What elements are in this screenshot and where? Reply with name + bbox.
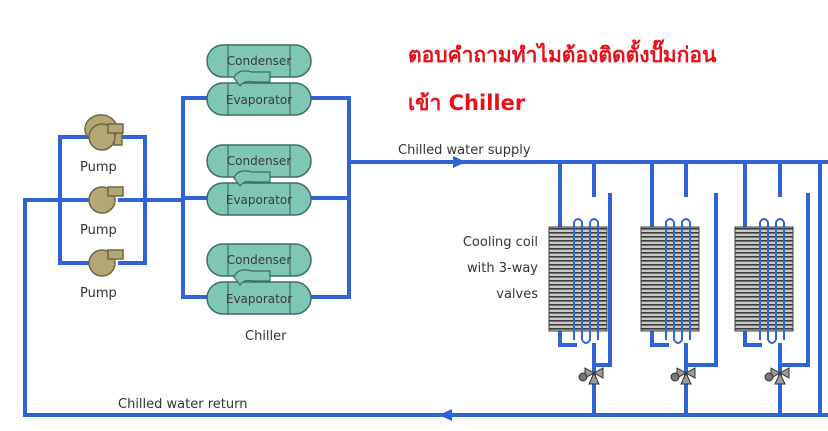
compressor-icon bbox=[233, 170, 271, 188]
pump-label: Pump bbox=[80, 223, 117, 238]
chiller-unit-1: Condenser Evaporator bbox=[206, 44, 312, 116]
coil-label-line-2: with 3-way bbox=[467, 261, 538, 276]
evaporator-label: Evaporator bbox=[226, 292, 292, 306]
title-line-2: เข้า Chiller bbox=[408, 91, 526, 115]
supply-label: Chilled water supply bbox=[398, 143, 531, 158]
compressor-icon bbox=[233, 269, 271, 287]
chiller-unit-3: Condenser Evaporator bbox=[206, 243, 312, 315]
return-arrow-icon bbox=[439, 409, 452, 421]
condenser-label: Condenser bbox=[227, 54, 292, 68]
return-label: Chilled water return bbox=[118, 397, 247, 412]
pump-unit-3: Pump bbox=[80, 249, 124, 301]
title-line-1: ตอบคำถามทำไมต้องติดตั้งปั๊มก่อน bbox=[408, 39, 717, 67]
chiller-label: Chiller bbox=[245, 329, 287, 344]
compressor-icon bbox=[233, 70, 271, 88]
pump-unit-2: Pump bbox=[80, 186, 124, 238]
evaporator-shell bbox=[206, 82, 312, 116]
coil-label-line-3: valves bbox=[496, 287, 538, 302]
pump-label: Pump bbox=[80, 160, 117, 175]
three-way-valve-2 bbox=[670, 367, 696, 385]
cooling-coil-3 bbox=[734, 218, 794, 344]
cooling-coil-1 bbox=[548, 218, 608, 344]
supply-arrow-icon bbox=[453, 156, 466, 168]
pump-label: Pump bbox=[80, 286, 117, 301]
pump-unit-1: Pump bbox=[80, 114, 124, 175]
condenser-label: Condenser bbox=[227, 154, 292, 168]
evaporator-label: Evaporator bbox=[226, 93, 292, 107]
condenser-label: Condenser bbox=[227, 253, 292, 267]
three-way-valve-1 bbox=[578, 367, 604, 385]
chiller-unit-2: Condenser Evaporator bbox=[206, 144, 312, 216]
cooling-coil-2 bbox=[640, 218, 700, 344]
evaporator-shell bbox=[206, 281, 312, 315]
coil-label-line-1: Cooling coil bbox=[463, 235, 538, 250]
evaporator-shell bbox=[206, 182, 312, 216]
three-way-valve-3 bbox=[764, 367, 790, 385]
evaporator-label: Evaporator bbox=[226, 193, 292, 207]
